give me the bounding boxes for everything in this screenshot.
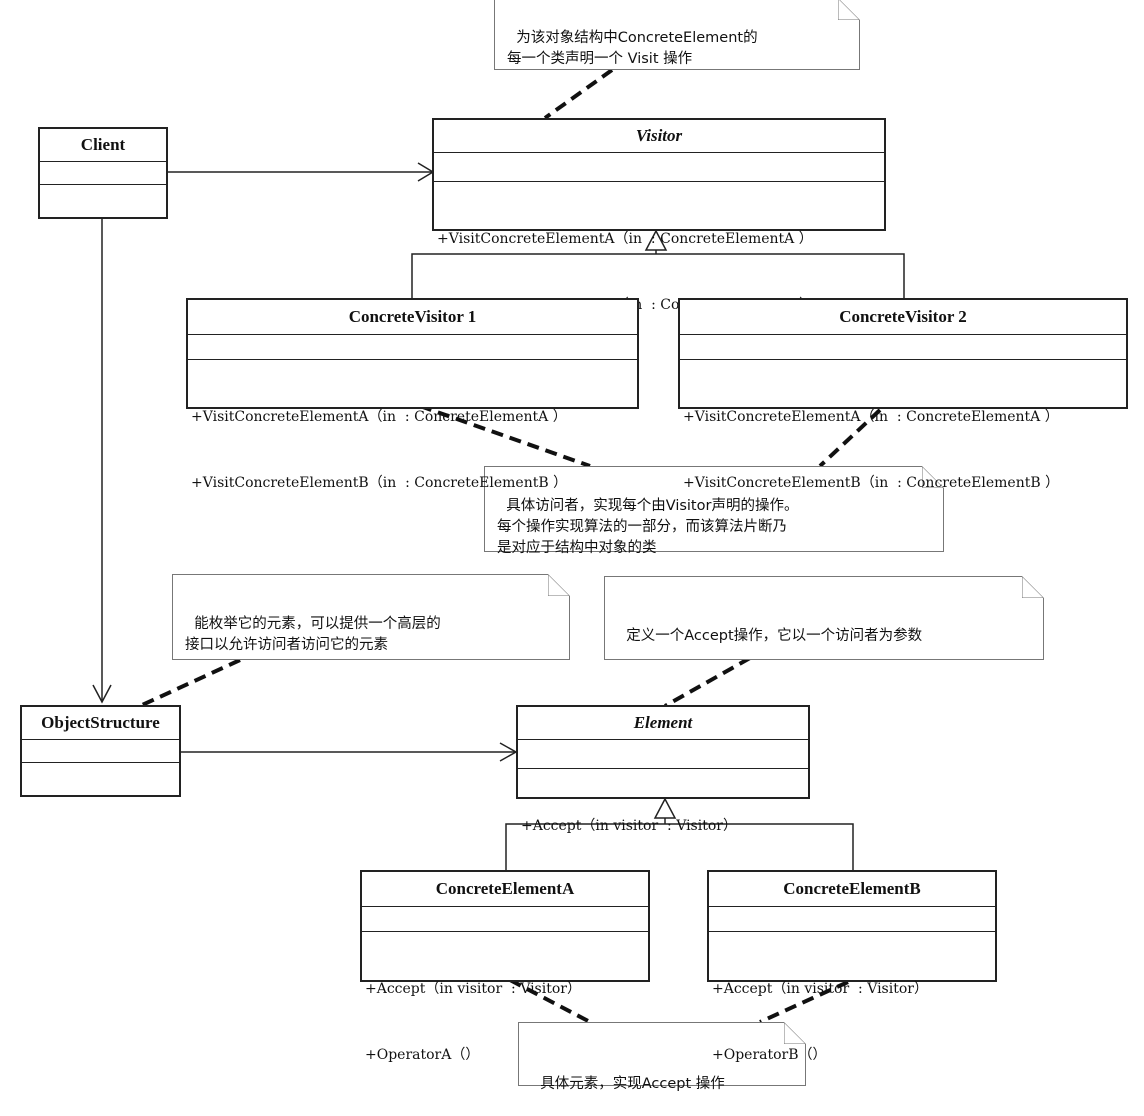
operation: +Accept（in visitor : Visitor） [365,981,581,997]
class-name: ConcreteVisitor 1 [188,300,637,335]
object-structure-note: 能枚举它的元素，可以提供一个高层的 接口以允许访问者访问它的元素 [172,574,570,660]
note-fold-icon [784,1022,806,1044]
concrete-visitor-note-text: 具体访问者，实现每个由Visitor声明的操作。 每个操作实现算法的一部分，而该… [497,498,799,556]
attributes-compartment [680,335,1126,360]
client-to-objectstructure-arrowhead [92,684,112,704]
attributes-compartment [22,740,179,763]
concrete-visitor-1-class: ConcreteVisitor 1 +VisitConcreteElementA… [186,298,639,491]
operation: +Accept（in visitor : Visitor） [521,818,737,834]
concrete-element-a-class: ConcreteElementA +Accept（in visitor : Vi… [360,870,650,1063]
attributes-compartment [709,907,995,932]
attributes-compartment [362,907,648,932]
concrete-visitor-note: 具体访问者，实现每个由Visitor声明的操作。 每个操作实现算法的一部分，而该… [484,466,944,556]
class-name: ConcreteElementB [709,872,995,907]
operation: +VisitConcreteElementB（in : ConcreteElem… [191,475,568,491]
object-structure-note-text: 能枚举它的元素，可以提供一个高层的 接口以允许访问者访问它的元素 [185,616,441,653]
attributes-compartment [188,335,637,360]
concrete-element-a-note-anchor [509,978,591,1024]
cv2-note-anchor [818,408,882,468]
attributes-compartment [40,162,166,185]
operation: +VisitConcreteElementA（in : ConcreteElem… [683,409,1059,425]
element-note-text: 定义一个Accept操作，它以一个访问者为参数 [626,628,923,644]
cv1-note-anchor [419,404,591,468]
concrete-element-b-note-anchor [759,980,849,1024]
operations-compartment: +Accept（in visitor : Visitor） [518,769,808,883]
operations-compartment: +VisitConcreteElementA（in : ConcreteElem… [680,360,1126,540]
concrete-visitor-2-class: ConcreteVisitor 2 +VisitConcreteElementA… [678,298,1128,491]
operations-compartment [40,185,166,209]
operation: +VisitConcreteElementA（in : ConcreteElem… [191,409,567,425]
element-class: Element +Accept（in visitor : Visitor） [516,705,810,834]
operations-compartment: +Accept（in visitor : Visitor） +OperatorB… [709,932,995,1112]
visitor-inheritance-branches [411,253,905,298]
operation: +VisitConcreteElementA（in : ConcreteElem… [437,231,813,247]
operation: +VisitConcreteElementB（in : ConcreteElem… [683,475,1060,491]
element-inheritance-branches [505,823,854,871]
visitor-class: Visitor +VisitConcreteElementA（in : Conc… [432,118,886,313]
operation: +Accept（in visitor : Visitor） [712,981,928,997]
operations-compartment: +Accept（in visitor : Visitor） +OperatorA… [362,932,648,1112]
attributes-compartment [518,740,808,769]
relationship-lines [92,68,905,1024]
class-name: Element [518,707,808,740]
attributes-compartment [434,153,884,182]
visitor-note: 为该对象结构中ConcreteElement的 每一个类声明一个 Visit 操… [494,0,860,70]
class-name: Visitor [434,120,884,153]
concrete-element-b-class: ConcreteElementB +Accept（in visitor : Vi… [707,870,997,1063]
note-fold-icon [922,466,944,488]
note-fold-icon [838,0,860,20]
operations-compartment [22,763,179,787]
class-name: ConcreteVisitor 2 [680,300,1126,335]
client-class: Client [38,127,168,219]
operations-compartment: +VisitConcreteElementA（in : ConcreteElem… [188,360,637,540]
element-note: 定义一个Accept操作，它以一个访问者为参数 [604,576,1044,660]
class-name: Client [40,129,166,162]
class-name: ObjectStructure [22,707,179,740]
note-fold-icon [1022,576,1044,598]
note-fold-icon [548,574,570,596]
class-name: ConcreteElementA [362,872,648,907]
visitor-note-text: 为该对象结构中ConcreteElement的 每一个类声明一个 Visit 操… [507,30,758,67]
visitor-note-anchor [543,68,614,120]
operation: +OperatorB（） [712,1047,827,1063]
object-structure-class: ObjectStructure [20,705,181,797]
element-note-anchor [664,656,751,708]
operation: +OperatorA（） [365,1047,480,1063]
